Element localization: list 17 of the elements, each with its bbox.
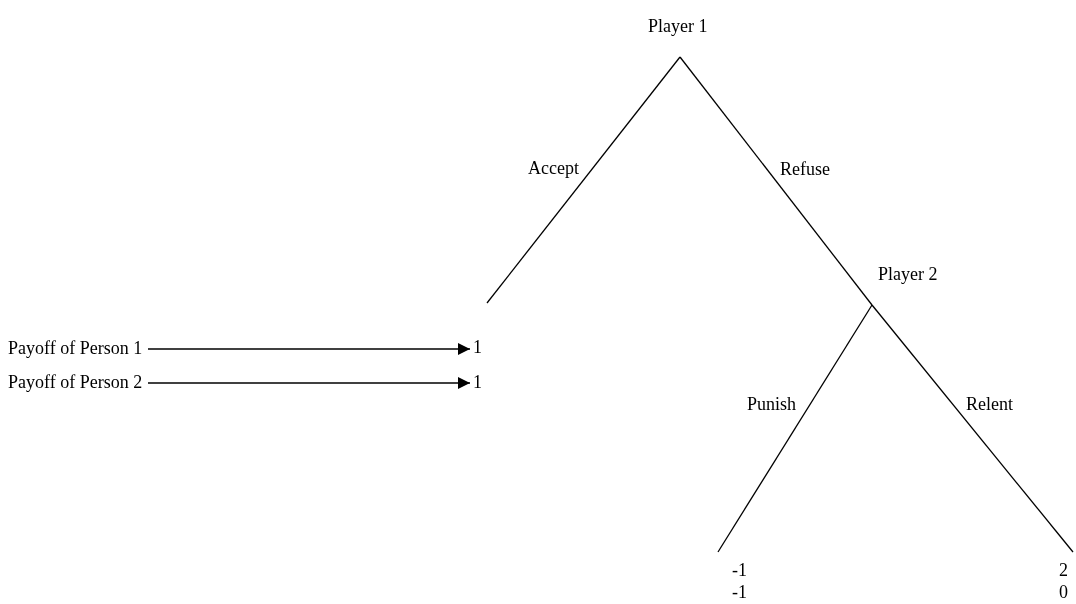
payoff-description: Payoff of Person 1 bbox=[8, 338, 143, 358]
payoff-value: 2 bbox=[1059, 560, 1068, 580]
branch-line bbox=[679, 56, 873, 306]
payoff-value: -1 bbox=[732, 560, 747, 580]
payoff-value: 1 bbox=[473, 337, 482, 357]
branch-line bbox=[486, 56, 681, 304]
player-label: Player 1 bbox=[648, 16, 708, 36]
payoff-value: -1 bbox=[732, 582, 747, 602]
arrow bbox=[147, 377, 471, 389]
arrow bbox=[147, 343, 471, 355]
payoff-value: 1 bbox=[473, 372, 482, 392]
branch-line bbox=[717, 304, 873, 553]
payoff-description: Payoff of Person 2 bbox=[8, 372, 143, 392]
player-label: Player 2 bbox=[878, 264, 938, 284]
payoff-value: 0 bbox=[1059, 582, 1068, 602]
edge-label: Accept bbox=[528, 158, 579, 178]
branch-line bbox=[871, 304, 1074, 553]
